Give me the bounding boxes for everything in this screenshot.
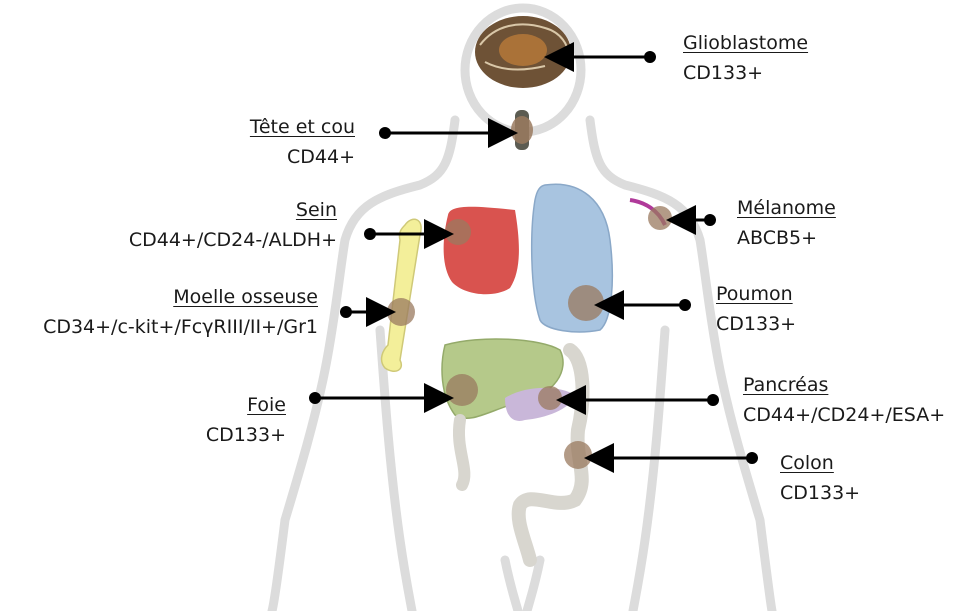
breast-icon: [444, 207, 519, 295]
poumon-title: Poumon: [716, 279, 796, 309]
label-moelle: Moelle osseuse CD34+/c-kit+/FcγRIII/II+/…: [43, 282, 318, 342]
tete-cou-marker: CD44+: [250, 142, 355, 172]
label-tete-cou: Tête et cou CD44+: [250, 112, 355, 172]
bone-icon: [382, 219, 422, 371]
label-melanome: Mélanome ABCB5+: [737, 193, 836, 253]
pancreas-title: Pancréas: [743, 370, 945, 400]
poumon-marker: CD133+: [716, 309, 796, 339]
sein-marker: CD44+/CD24-/ALDH+: [129, 225, 337, 255]
glioblastome-marker: CD133+: [683, 58, 808, 88]
skin-icon: [630, 200, 672, 230]
tete-cou-title: Tête et cou: [250, 112, 355, 142]
label-colon: Colon CD133+: [780, 448, 860, 508]
sein-title: Sein: [129, 195, 337, 225]
colon-marker: CD133+: [780, 478, 860, 508]
pancreas-marker: CD44+/CD24+/ESA+: [743, 400, 945, 430]
melanome-title: Mélanome: [737, 193, 836, 223]
throat-icon: [511, 110, 533, 150]
label-glioblastome: Glioblastome CD133+: [683, 28, 808, 88]
label-pancreas: Pancréas CD44+/CD24+/ESA+: [743, 370, 945, 430]
brain-icon: [475, 16, 571, 88]
glioblastome-title: Glioblastome: [683, 28, 808, 58]
label-poumon: Poumon CD133+: [716, 279, 796, 339]
foie-marker: CD133+: [206, 420, 286, 450]
label-foie: Foie CD133+: [206, 390, 286, 450]
foie-title: Foie: [206, 390, 286, 420]
moelle-title: Moelle osseuse: [43, 282, 318, 312]
lung-icon: [532, 184, 613, 332]
colon-title: Colon: [780, 448, 860, 478]
moelle-marker: CD34+/c-kit+/FcγRIII/II+/Gr1: [43, 312, 318, 342]
melanome-marker: ABCB5+: [737, 223, 836, 253]
label-sein: Sein CD44+/CD24-/ALDH+: [129, 195, 337, 255]
